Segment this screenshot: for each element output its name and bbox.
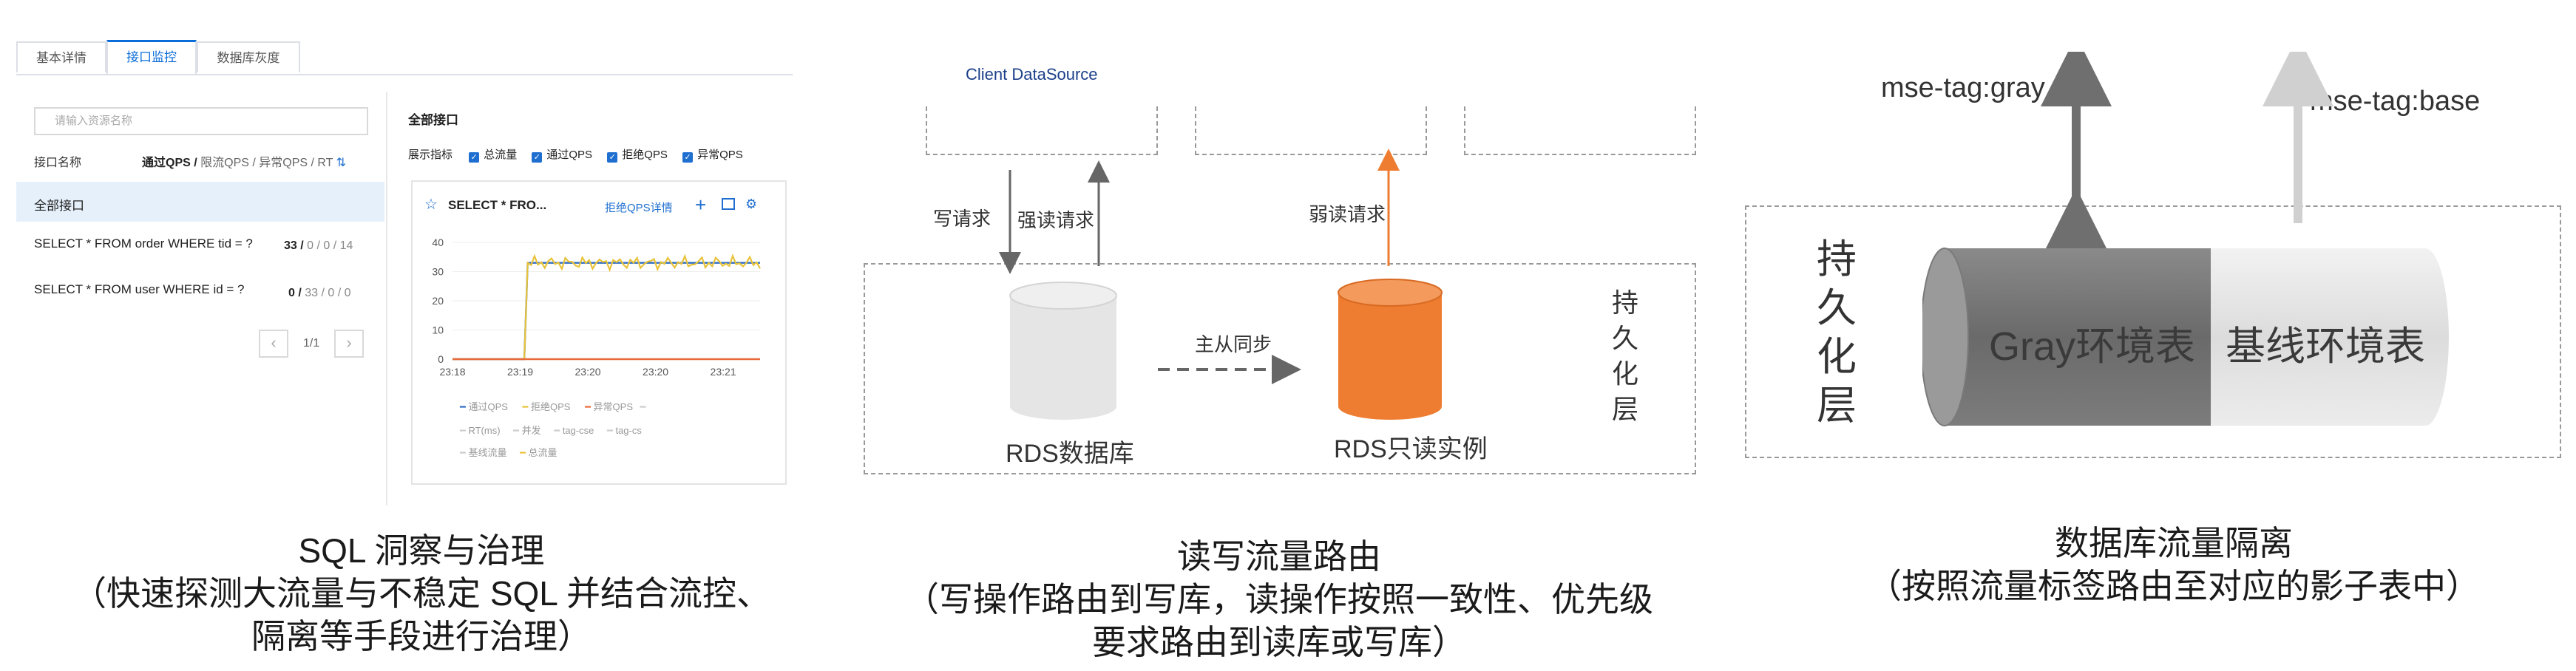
api-list-panel — [16, 92, 387, 505]
chart-legend-row-1: ━ 通过QPS ━ 拒绝QPS ━ 异常QPS ━ — [460, 401, 646, 412]
write-request-label: 写请求 — [933, 208, 992, 230]
db-isolation-diagram — [1922, 52, 2449, 426]
chart-card-title: SELECT * FRO... — [448, 198, 547, 212]
list-item-selected[interactable] — [16, 182, 384, 222]
tag-base-label: mse-tag:base — [2310, 86, 2481, 117]
chart-series — [453, 253, 761, 361]
indicator-label: 展示指标 — [408, 149, 453, 161]
list-item-name[interactable]: SELECT * FROM order WHERE tid = ? — [34, 236, 253, 251]
client-box — [1195, 106, 1427, 155]
y-tick-label: 30 — [432, 266, 444, 278]
panel1-caption: SQL 洞察与治理 （快速探测大流量与不稳定 SQL 并结合流控、 隔离等手段进… — [22, 529, 821, 658]
metric-rest: 0 / 0 / 14 — [307, 239, 353, 252]
settings-icon[interactable]: ⚙ — [745, 197, 758, 211]
indicator-checkbox[interactable]: ✓通过QPS — [532, 149, 592, 163]
legend-item[interactable]: ━ tag-cs — [606, 425, 642, 436]
caption-title: 数据库流量隔离 — [2055, 524, 2293, 562]
client-datasource-label: Client DataSource — [966, 65, 1098, 84]
indicator-checkbox[interactable]: ✓异常QPS — [682, 149, 743, 163]
caption-line: （写操作路由到写库，读操作按照一致性、优先级 — [905, 580, 1653, 619]
y-tick-label: 40 — [432, 236, 444, 248]
legend-item[interactable]: ━ RT(ms) — [460, 425, 501, 436]
x-tick-label: 23:20 — [575, 366, 601, 378]
panel3-caption: 数据库流量隔离 （按照流量标签路由至对应的影子表中） — [1789, 522, 2558, 607]
legend-item[interactable]: ━ 通过QPS — [460, 401, 508, 412]
qps-line-chart: 0 10 20 30 40 23:18 23:19 23:20 23:20 23:21 — [432, 236, 761, 378]
save-icon[interactable] — [722, 198, 735, 210]
indicator-checkbox[interactable]: ✓拒绝QPS — [607, 149, 668, 163]
strong-read-label: 强读请求 — [1017, 209, 1095, 231]
page-indicator: 1/1 — [303, 337, 320, 350]
series-line — [453, 262, 760, 361]
gray-table-cylinder — [1922, 248, 2211, 426]
prev-page-button[interactable]: ‹ — [259, 330, 288, 358]
weak-read-label: 弱读请求 — [1309, 203, 1386, 225]
list-item-metrics: 33 / 0 / 0 / 14 — [284, 239, 353, 253]
rds-replica-label: RDS只读实例 — [1334, 435, 1488, 463]
col-header-metrics-rest: 限流QPS / 异常QPS / RT — [200, 157, 333, 169]
caption-line: 要求路由到读库或写库） — [1092, 623, 1466, 661]
caption-line: 隔离等手段进行治理） — [251, 617, 592, 655]
persistence-layer-box — [864, 263, 1696, 474]
legend-item[interactable]: ━ 并发 — [513, 425, 541, 436]
rds-primary-label: RDS数据库 — [1006, 440, 1134, 468]
rw-routing-diagram — [999, 149, 1443, 420]
y-tick-label: 20 — [432, 295, 444, 307]
tab-bar: 基本详情 接口监控 数据库灰度 — [16, 40, 793, 75]
col-header-name: 接口名称 — [34, 157, 82, 169]
list-item-name[interactable]: SELECT * FROM user WHERE id = ? — [34, 282, 245, 296]
indicator-checkbox[interactable]: ✓总流量 — [469, 149, 517, 163]
add-icon[interactable]: + — [695, 194, 707, 216]
x-tick-label: 23:19 — [507, 366, 533, 378]
x-tick-label: 23:20 — [643, 366, 668, 378]
metric-pass: 33 / — [284, 239, 304, 252]
caption-title: 读写流量路由 — [1177, 537, 1381, 576]
persistence-layer-label: 持久化层 — [1611, 287, 1638, 424]
chart-card — [411, 180, 787, 485]
sync-label: 主从同步 — [1195, 333, 1272, 355]
tab-api-monitor[interactable]: 接口监控 — [106, 40, 197, 74]
persistence-layer-box — [1745, 205, 2561, 458]
reject-qps-detail-link[interactable]: 拒绝QPS详情 — [605, 202, 673, 214]
y-tick-label: 10 — [432, 324, 444, 336]
metric-pass: 0 / — [288, 287, 302, 299]
base-table-cylinder — [2211, 248, 2449, 426]
list-item-metrics: 0 / 33 / 0 / 0 — [288, 287, 351, 300]
client-box — [1464, 106, 1696, 155]
x-tick-label: 23:21 — [711, 366, 736, 378]
tab-basic-info[interactable]: 基本详情 — [16, 41, 106, 72]
sort-icon[interactable]: ⇅ — [336, 157, 347, 169]
caption-line: （快速探测大流量与不稳定 SQL 并结合流控、 — [72, 574, 770, 613]
next-page-button[interactable]: › — [334, 330, 364, 358]
right-panel-title: 全部接口 — [408, 113, 458, 127]
gray-table-label: Gray环境表 — [1989, 324, 2196, 369]
indicator-row: 展示指标 ✓总流量 ✓通过QPS ✓拒绝QPS ✓异常QPS — [408, 146, 743, 163]
x-tick-label: 23:18 — [439, 366, 465, 378]
legend-item[interactable]: ━ 拒绝QPS — [522, 401, 571, 412]
search-input[interactable]: 请输入资源名称 — [34, 107, 368, 135]
chart-legend-row-3: ━ 基线流量 ━ 总流量 — [460, 445, 557, 459]
y-tick-label: 0 — [438, 353, 444, 365]
tag-gray-label: mse-tag:gray — [1881, 72, 2045, 103]
base-table-label: 基线环境表 — [2226, 324, 2425, 369]
legend-item[interactable]: ━ tag-cse — [554, 425, 594, 436]
chart-legend-row-2: ━ RT(ms) ━ 并发 ━ tag-cse ━ tag-cs — [460, 423, 642, 437]
panel2-caption: 读写流量路由 （写操作路由到写库，读操作按照一致性、优先级 要求路由到读库或写库… — [858, 535, 1701, 664]
caption-title: SQL 洞察与治理 — [298, 531, 545, 570]
rds-primary-cylinder — [1009, 282, 1117, 420]
list-item-name[interactable]: 全部接口 — [34, 199, 84, 213]
star-icon[interactable]: ☆ — [424, 197, 438, 213]
chart-ticks: 0 10 20 30 40 23:18 23:19 23:20 23:20 23:21 — [432, 236, 736, 378]
col-header-metrics: 通过QPS / 限流QPS / 异常QPS / RT ⇅ — [142, 152, 346, 170]
col-header-metrics-bold: 通过QPS / — [142, 157, 197, 169]
caption-line: （按照流量标签路由至对应的影子表中） — [1868, 567, 2480, 605]
legend-item[interactable]: ━ 异常QPS — [585, 401, 634, 412]
metric-rest: 33 / 0 / 0 — [305, 287, 351, 299]
persistence-layer-label: 持久化层 — [1817, 237, 1857, 428]
legend-item[interactable]: ━ 基线流量 — [460, 447, 507, 458]
tab-db-gray[interactable]: 数据库灰度 — [197, 41, 300, 72]
client-box — [926, 106, 1158, 155]
legend-item[interactable]: ━ 总流量 — [520, 447, 557, 458]
rds-replica-cylinder — [1338, 279, 1443, 420]
